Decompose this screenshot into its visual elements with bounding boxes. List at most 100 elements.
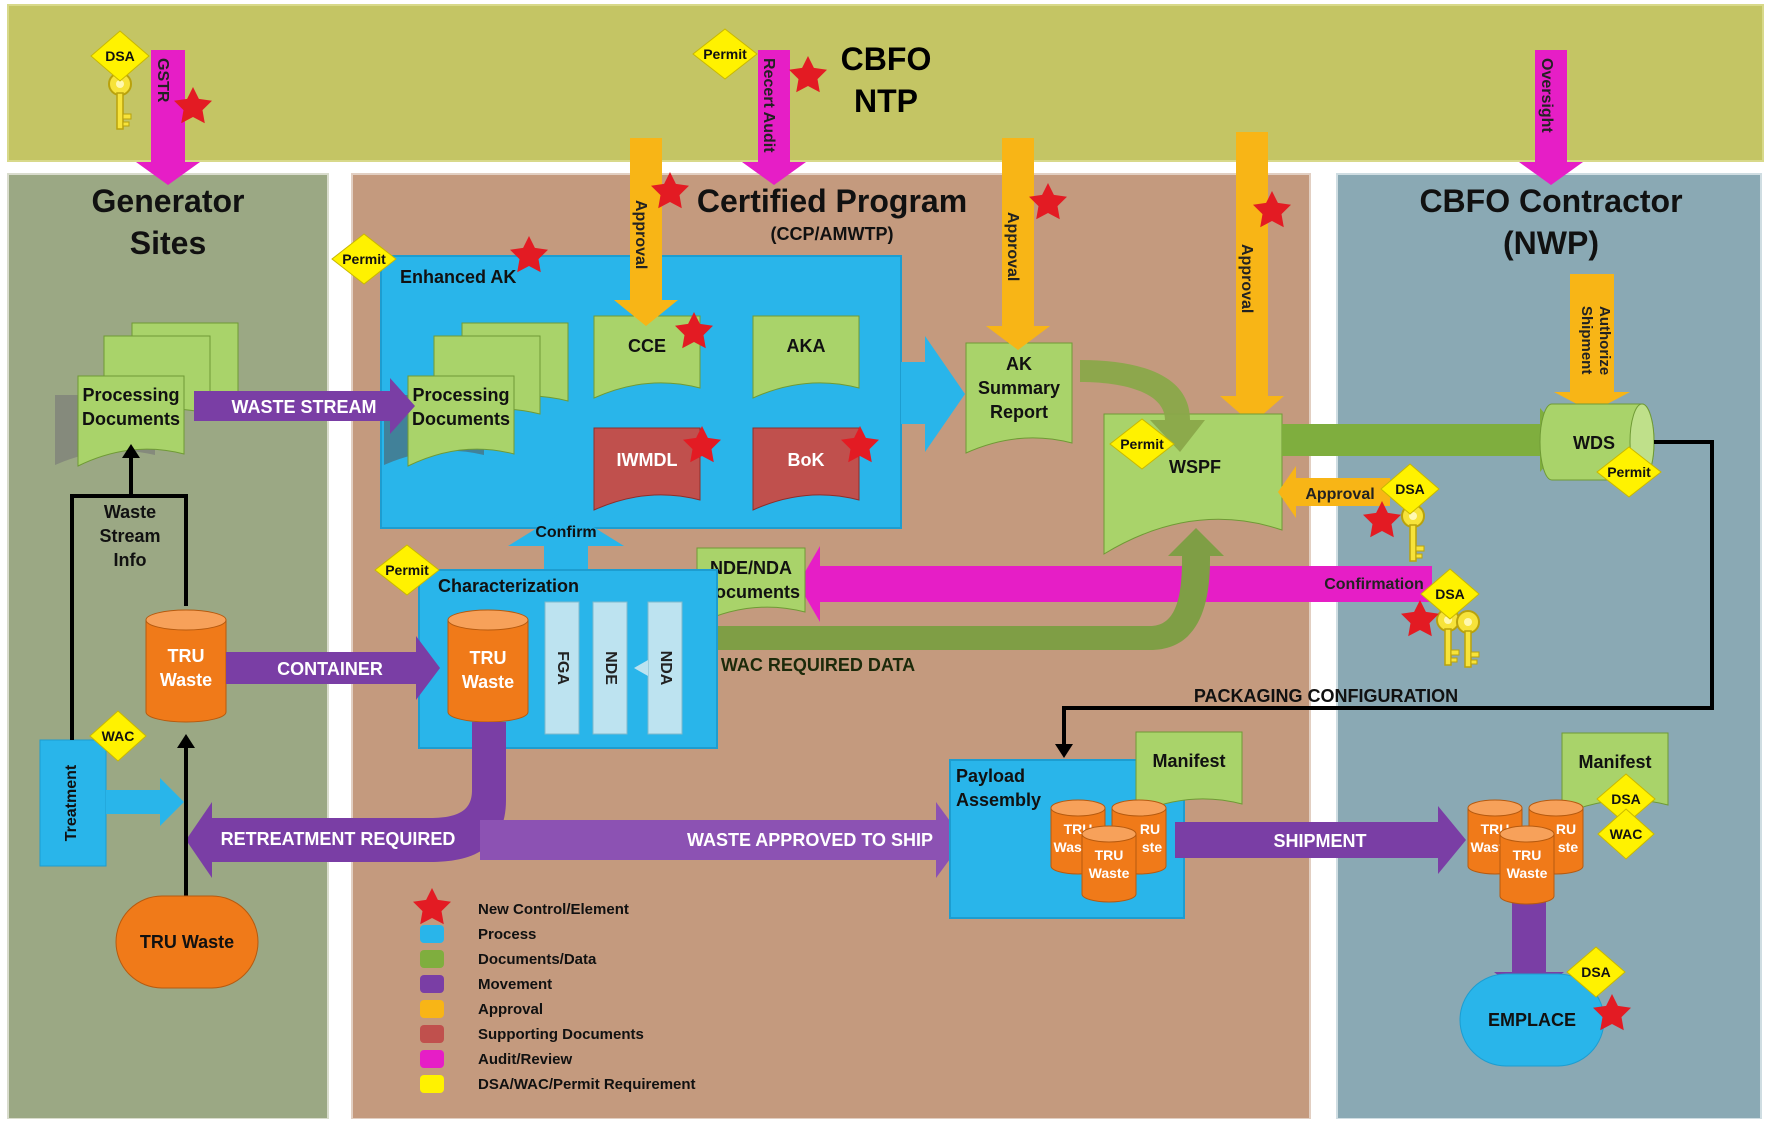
waste-approved-arrow bbox=[480, 802, 964, 878]
svg-text:Permit: Permit bbox=[1120, 436, 1164, 452]
legend: New Control/ElementProcessDocuments/Data… bbox=[413, 888, 696, 1093]
enhanced-ak-output-arrow bbox=[901, 336, 965, 452]
legend-label: DSA/WAC/Permit Requirement bbox=[478, 1076, 696, 1093]
confirm-label: Confirm bbox=[535, 524, 596, 541]
legend-swatch bbox=[420, 975, 444, 993]
svg-text:Wast: Wast bbox=[1054, 839, 1087, 855]
svg-text:Processing: Processing bbox=[82, 385, 179, 405]
legend-item: Documents/Data bbox=[420, 950, 597, 968]
svg-text:Payload: Payload bbox=[956, 766, 1025, 786]
bok-document: BoK bbox=[752, 427, 860, 511]
svg-text:NDA: NDA bbox=[657, 651, 674, 686]
characterization-flow-arrows bbox=[634, 660, 648, 676]
legend-label: Process bbox=[478, 926, 536, 943]
cbfo-title: CBFO bbox=[841, 41, 932, 77]
legend-label: Supporting Documents bbox=[478, 1026, 644, 1043]
emplace-node: EMPLACE bbox=[1459, 973, 1605, 1067]
wspf-approval-arrow: Approval bbox=[1278, 466, 1390, 518]
fga-step: FGA bbox=[544, 601, 580, 735]
svg-text:AK: AK bbox=[1006, 354, 1032, 374]
svg-text:WASTE STREAM: WASTE STREAM bbox=[231, 397, 376, 417]
svg-text:Approval: Approval bbox=[1004, 212, 1021, 281]
svg-text:Oversight: Oversight bbox=[1538, 58, 1555, 133]
ak-summary-report: AK Summary Report bbox=[965, 342, 1073, 454]
svg-text:ste: ste bbox=[1558, 839, 1578, 855]
svg-text:TRU: TRU bbox=[168, 646, 205, 666]
top-band bbox=[7, 4, 1764, 162]
legend-item: New Control/Element bbox=[413, 888, 629, 925]
wac-data-curve bbox=[714, 528, 1224, 650]
svg-text:Permit: Permit bbox=[703, 46, 747, 62]
payload-manifest: Manifest bbox=[1135, 731, 1243, 815]
legend-item: Process bbox=[420, 925, 536, 943]
legend-swatch bbox=[420, 1025, 444, 1043]
svg-text:Waste: Waste bbox=[1507, 865, 1548, 881]
legend-swatch bbox=[420, 925, 444, 943]
svg-text:NDE: NDE bbox=[602, 651, 619, 685]
dsa-requirement-badge: DSA bbox=[1596, 773, 1656, 825]
generator-title-line1: Generator bbox=[92, 183, 245, 219]
svg-text:AKA: AKA bbox=[787, 336, 826, 356]
legend-label: Movement bbox=[478, 976, 552, 993]
svg-text:WSPF: WSPF bbox=[1169, 457, 1221, 477]
svg-text:Documents: Documents bbox=[82, 409, 180, 429]
legend-item: Approval bbox=[420, 1000, 543, 1018]
nda-step: NDA bbox=[647, 601, 683, 735]
svg-text:Manifest: Manifest bbox=[1152, 751, 1225, 771]
confirmation-arrow: Confirmation bbox=[798, 546, 1432, 622]
svg-text:Processing: Processing bbox=[412, 385, 509, 405]
svg-text:FGA: FGA bbox=[554, 651, 571, 685]
contractor-title-line2: (NWP) bbox=[1503, 225, 1599, 261]
svg-text:Documents: Documents bbox=[412, 409, 510, 429]
svg-text:Permit: Permit bbox=[1607, 464, 1651, 480]
contractor-title-line1: CBFO Contractor bbox=[1419, 183, 1682, 219]
wac-requirement-badge: WAC bbox=[89, 710, 147, 762]
wac-requirement-badge: WAC bbox=[1597, 808, 1655, 860]
legend-swatch bbox=[420, 1050, 444, 1068]
enhanced-ak-label: Enhanced AK bbox=[400, 267, 516, 287]
waste-stream-info-line3: Info bbox=[114, 550, 147, 570]
legend-label: New Control/Element bbox=[478, 901, 629, 918]
legend-item: DSA/WAC/Permit Requirement bbox=[420, 1075, 696, 1093]
svg-text:DSA: DSA bbox=[1611, 791, 1641, 807]
svg-text:Waste: Waste bbox=[160, 670, 212, 690]
shipment-arrow: SHIPMENT bbox=[1175, 806, 1466, 874]
svg-text:GSTR: GSTR bbox=[154, 58, 171, 103]
svg-text:SHIPMENT: SHIPMENT bbox=[1273, 831, 1366, 851]
svg-text:TRU: TRU bbox=[470, 648, 507, 668]
svg-text:WAC: WAC bbox=[102, 728, 135, 744]
authorize-shipment-arrow: Authorize Shipment bbox=[1554, 274, 1630, 412]
wspf-to-wds-arrow bbox=[1282, 408, 1568, 472]
tru-waste-origin: TRU Waste bbox=[115, 895, 259, 989]
tru-waste-drum-certified: TRU Waste bbox=[447, 609, 529, 723]
dsa-requirement-badge: DSA bbox=[90, 30, 150, 82]
legend-item: Supporting Documents bbox=[420, 1025, 644, 1043]
svg-text:TRU: TRU bbox=[1095, 847, 1124, 863]
dsa-requirement-badge: DSA bbox=[1420, 568, 1480, 620]
svg-text:ste: ste bbox=[1142, 839, 1162, 855]
svg-text:Recert Audit: Recert Audit bbox=[760, 58, 777, 153]
wac-required-data-label: WAC REQUIRED DATA bbox=[721, 655, 915, 675]
svg-text:Permit: Permit bbox=[342, 251, 386, 267]
svg-text:RU: RU bbox=[1140, 821, 1160, 837]
svg-text:Authorize: Authorize bbox=[1596, 306, 1613, 375]
characterization-label: Characterization bbox=[438, 576, 579, 596]
certified-title: Certified Program bbox=[697, 183, 967, 219]
legend-item: Audit/Review bbox=[420, 1050, 573, 1068]
svg-text:CONTAINER: CONTAINER bbox=[277, 659, 383, 679]
permit-requirement-badge: Permit bbox=[331, 233, 397, 285]
svg-text:Confirmation: Confirmation bbox=[1324, 576, 1424, 593]
svg-text:Manifest: Manifest bbox=[1578, 752, 1651, 772]
tru-waste-drum-generator: TRU Waste bbox=[145, 609, 227, 723]
oversight-arrow: Oversight bbox=[1519, 50, 1583, 185]
svg-text:BoK: BoK bbox=[788, 450, 825, 470]
aka-document: AKA bbox=[752, 315, 860, 399]
nde-nda-documents: NDE/NDA Documents bbox=[696, 547, 806, 625]
ntp-title: NTP bbox=[854, 83, 918, 119]
legend-swatch bbox=[420, 950, 444, 968]
packaging-config-label: PACKAGING CONFIGURATION bbox=[1194, 686, 1458, 706]
confirm-arrow bbox=[508, 510, 624, 570]
recert-audit-arrow: Recert Audit bbox=[742, 50, 806, 185]
svg-text:RU: RU bbox=[1556, 821, 1576, 837]
